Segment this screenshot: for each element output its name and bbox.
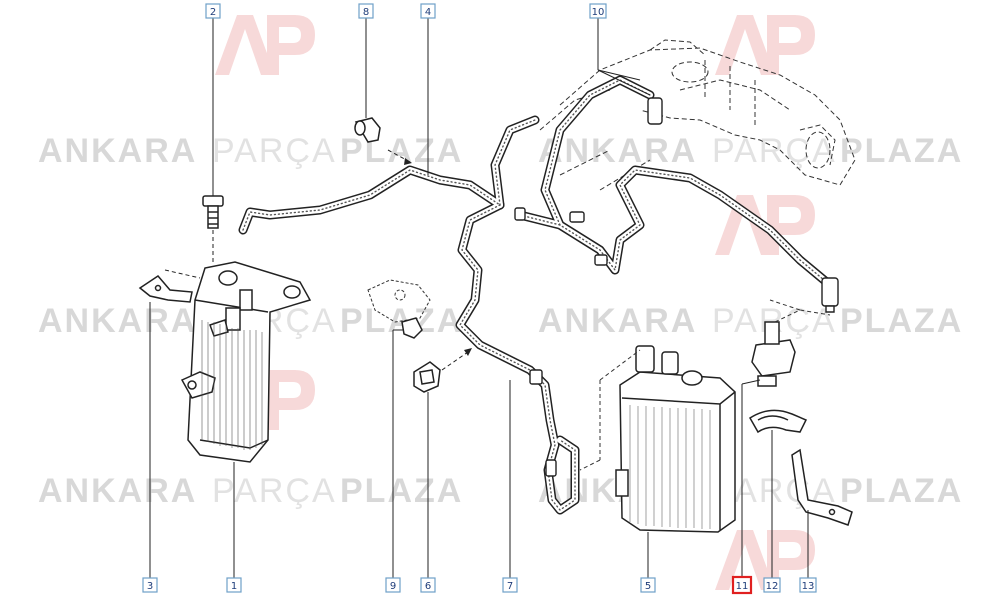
callout-label: 7 [507, 581, 513, 592]
callout-label: 10 [592, 7, 605, 18]
hose-connectors [514, 97, 839, 477]
callout-label: 2 [210, 7, 216, 18]
callout-5[interactable]: 5 [640, 577, 656, 593]
canister-ribs [201, 320, 263, 450]
callout-2[interactable]: 2 [205, 3, 221, 19]
callout-label: 8 [363, 7, 369, 18]
canister-5-dashed-guide [579, 349, 641, 471]
engine-intake-outline [539, 39, 856, 191]
callout-label: 5 [645, 581, 651, 592]
watermark-word: PARÇA [212, 132, 337, 170]
bracket-part-13 [791, 448, 853, 526]
callout-9[interactable]: 9 [385, 577, 401, 593]
callout-label: 6 [425, 581, 431, 592]
canister-part-1 [180, 261, 312, 463]
arrow-head [464, 348, 472, 356]
watermark-word: ANKARA [538, 302, 697, 340]
watermark-word: PLAZA [340, 472, 463, 510]
valve-dashed-guide [769, 299, 831, 323]
callout-label: 4 [425, 7, 431, 18]
callout-12[interactable]: 12 [763, 577, 781, 593]
callouts: 2 8 4 10 3 1 9 6 7 5 11 12 13 [142, 3, 817, 595]
callout-7[interactable]: 7 [502, 577, 518, 593]
callout-label: 13 [802, 581, 815, 592]
clip-part-6 [413, 361, 441, 393]
watermark-word: PLAZA [840, 302, 963, 340]
leader-dash [441, 351, 469, 371]
leader-dash [164, 269, 201, 279]
watermark-word: ANKARA [38, 472, 197, 510]
watermark-word: ANKARA [38, 302, 197, 340]
callout-1[interactable]: 1 [226, 577, 242, 593]
callout-label: 1 [231, 581, 237, 592]
callout-3[interactable]: 3 [142, 577, 158, 593]
watermark-word: PARÇA [712, 132, 837, 170]
callout-11-highlighted[interactable]: 11 [731, 575, 753, 595]
bracket-part-3 [138, 275, 193, 303]
watermark-row-1: ANKARA PARÇA PLAZA ANKARA PARÇA PLAZA [38, 132, 963, 170]
watermark-word: ANKARA [38, 132, 197, 170]
watermark-row-2: ANKARA PARÇA PLAZA ANKARA PARÇA PLAZA [38, 302, 963, 340]
watermark: ANKARA PARÇA PLAZA ANKARA PARÇA PLAZA AN… [38, 15, 963, 590]
callout-10[interactable]: 10 [589, 3, 607, 19]
callout-label: 11 [736, 581, 749, 592]
watermark-word: PLAZA [840, 472, 963, 510]
arrow-head [404, 158, 412, 165]
callout-6[interactable]: 6 [420, 577, 436, 593]
valve-part-11 [751, 321, 796, 387]
callout-label: 12 [766, 581, 779, 592]
canister-part-5 [615, 345, 736, 533]
callout-13[interactable]: 13 [799, 577, 817, 593]
hoses [238, 75, 835, 515]
clip-part-9 [401, 317, 423, 339]
canister-5-ribs [629, 405, 711, 529]
callout-4[interactable]: 4 [420, 3, 436, 19]
callout-label: 9 [390, 581, 396, 592]
watermark-word: PARÇA [212, 472, 337, 510]
watermark-word: PLAZA [340, 132, 463, 170]
elbow-connector-part-8 [354, 117, 381, 143]
leader-lines [149, 18, 809, 578]
callout-label: 3 [147, 581, 153, 592]
callout-8[interactable]: 8 [358, 3, 374, 19]
clip-part-9-dashed [367, 279, 431, 323]
strap-part-12 [748, 409, 808, 434]
watermark-word: ANKARA [538, 132, 697, 170]
watermark-word: PLAZA [840, 132, 963, 170]
bolt-part-2 [202, 195, 224, 229]
